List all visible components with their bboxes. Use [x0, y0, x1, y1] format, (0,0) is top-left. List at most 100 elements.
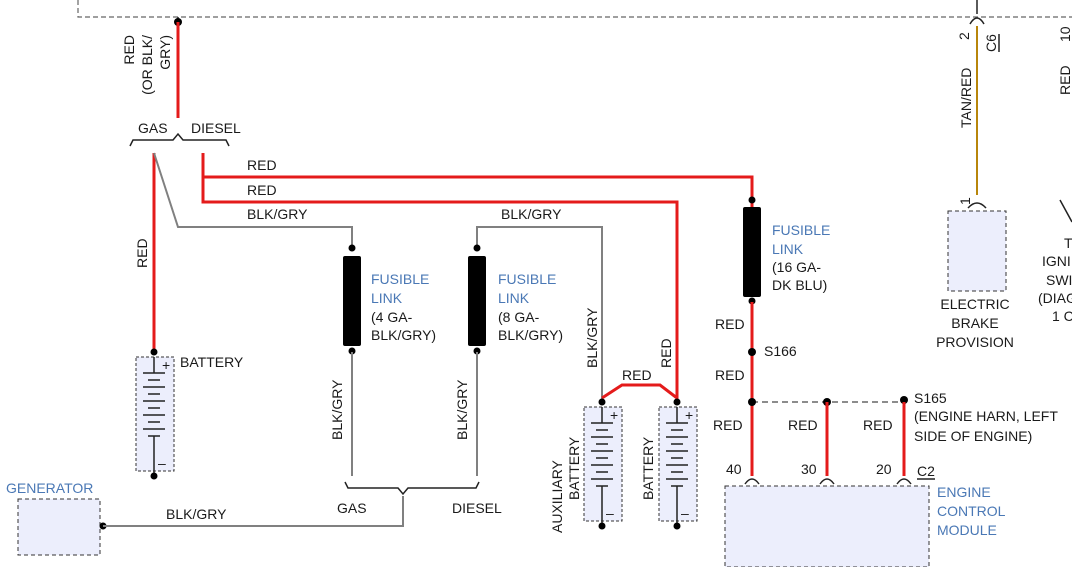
splice-s165-desc-2: SIDE OF ENGINE) — [914, 428, 1032, 444]
fusible-link-1-color: BLK/GRY) — [371, 327, 436, 343]
battery-aux-plus: + — [610, 407, 618, 423]
ecm-label-2: CONTROL — [937, 503, 1006, 519]
ebp-label-1: ELECTRIC — [940, 296, 1009, 312]
fusible-link-3-title: FUSIBLE — [772, 222, 830, 238]
label-red-diesel-2: RED — [247, 182, 277, 198]
label-blkgry-gas: BLK/GRY — [247, 206, 308, 222]
ign-partial-3: SWI — [1046, 272, 1072, 288]
wire-blkgry-diesel — [476, 226, 603, 405]
generator-box — [17, 498, 101, 556]
label-red-20: RED — [863, 417, 893, 433]
battery-main-minus: – — [158, 455, 166, 471]
generator-label: GENERATOR — [6, 480, 93, 496]
battery-aux-label-1: AUXILIARY — [549, 459, 565, 533]
ecm-box — [724, 485, 930, 567]
fusible-link-3-color: DK BLU) — [772, 277, 827, 293]
wire-red-jumper — [601, 383, 678, 400]
splice-s165 — [900, 396, 908, 404]
battery-main — [135, 348, 175, 480]
label-tan-red: TAN/RED — [958, 68, 974, 128]
wire-blkgry-gas — [153, 152, 353, 248]
ignition-switch-symbol — [1059, 199, 1072, 223]
fusible-link-3-title2: LINK — [772, 241, 804, 257]
connector-c6-label: C6 — [983, 34, 999, 52]
feed-wire-alt-color-2: GRY) — [157, 35, 173, 70]
battery-aux-label-2: BATTERY — [566, 436, 582, 500]
battery-second-plus: + — [685, 407, 693, 423]
battery-aux-minus: – — [606, 505, 614, 521]
fusible-link-diesel — [468, 244, 486, 355]
ign-partial-5: 1 C — [1052, 308, 1072, 324]
ecm-pin-20: 20 — [876, 461, 892, 477]
label-red-s166-lower: RED — [715, 367, 745, 383]
label-red-battery2: RED — [658, 338, 674, 368]
battery-main-label: BATTERY — [180, 354, 244, 370]
wire-blkgry-generator — [103, 496, 404, 527]
ecm-label-1: ENGINE — [937, 484, 991, 500]
ecm-pin-40: 40 — [726, 461, 742, 477]
fusible-link-2-title: FUSIBLE — [498, 271, 556, 287]
label-red-diesel-1: RED — [247, 157, 277, 173]
label-red-s166-upper: RED — [715, 316, 745, 332]
wire-red-diesel-1 — [201, 153, 754, 207]
ebp-box — [947, 210, 1007, 292]
ign-partial-4: (DIAG — [1038, 290, 1072, 306]
label-blkgry-diesel: BLK/GRY — [501, 206, 562, 222]
connector-c6-pin-number: 2 — [956, 32, 972, 40]
partial-pin-10: 10 — [1057, 26, 1072, 42]
ign-partial-2: IGNI — [1042, 253, 1071, 269]
label-blkgry-gen-diesel: BLK/GRY — [454, 379, 470, 440]
ecm-pin-40-shape — [744, 478, 760, 485]
label-red-40: RED — [713, 417, 743, 433]
fusible-link-1-gauge: (4 GA- — [371, 309, 413, 325]
connector-c2-label: C2 — [917, 463, 935, 479]
ecm-label-3: MODULE — [937, 522, 997, 538]
ecm-pin-30: 30 — [801, 461, 817, 477]
battery-second-label: BATTERY — [640, 436, 656, 500]
feed-wire-color: RED — [121, 35, 137, 65]
ecm-pin-30-shape — [819, 478, 835, 485]
splice-s165-desc-1: (ENGINE HARN, LEFT — [914, 408, 1058, 424]
battery-second — [658, 398, 698, 530]
ebp-label-2: BRAKE — [951, 315, 998, 331]
ebp-pin-shape — [967, 202, 987, 209]
fusible-link-2-gauge: (8 GA- — [498, 309, 540, 325]
option-brace-top — [129, 132, 230, 147]
label-gas-top: GAS — [138, 120, 168, 136]
label-gas-bottom: GAS — [337, 500, 367, 516]
wire-red-diesel-2 — [201, 177, 679, 405]
fusible-link-3-gauge: (16 GA- — [772, 259, 821, 275]
label-red-30: RED — [788, 417, 818, 433]
splice-s166 — [748, 348, 756, 356]
option-brace-bottom — [344, 481, 480, 496]
ign-partial-1: T — [1064, 235, 1072, 251]
fusible-link-1-title2: LINK — [371, 290, 403, 306]
ebp-label-3: PROVISION — [936, 334, 1014, 350]
main-feed-wire — [174, 17, 182, 118]
label-red-jumper: RED — [622, 367, 652, 383]
label-red-battery: RED — [134, 238, 150, 268]
connector-c6-pin — [969, 17, 985, 25]
power-distribution-box — [77, 0, 1072, 18]
label-blkgry-aux: BLK/GRY — [584, 307, 600, 368]
splice-node-40 — [748, 398, 756, 406]
battery-second-minus: – — [681, 505, 689, 521]
fusible-link-16ga — [743, 196, 761, 305]
fusible-link-2-title2: LINK — [498, 290, 530, 306]
ecm-pin-20-shape — [896, 478, 912, 485]
ebp-pin-number: 1 — [957, 197, 973, 205]
fusible-link-gas — [343, 244, 361, 355]
label-diesel-bottom: DIESEL — [452, 500, 502, 516]
feed-wire-alt-color-1: (OR BLK/ — [139, 35, 155, 95]
splice-s165-label: S165 — [914, 390, 947, 406]
partial-red-right: RED — [1057, 65, 1072, 95]
label-blkgry-generator: BLK/GRY — [166, 506, 227, 522]
label-blkgry-gen-gas: BLK/GRY — [329, 379, 345, 440]
battery-main-plus: + — [162, 357, 170, 373]
splice-s166-label: S166 — [764, 343, 797, 359]
fusible-link-1-title: FUSIBLE — [371, 271, 429, 287]
label-diesel-top: DIESEL — [191, 120, 241, 136]
fusible-link-2-color: BLK/GRY) — [498, 327, 563, 343]
